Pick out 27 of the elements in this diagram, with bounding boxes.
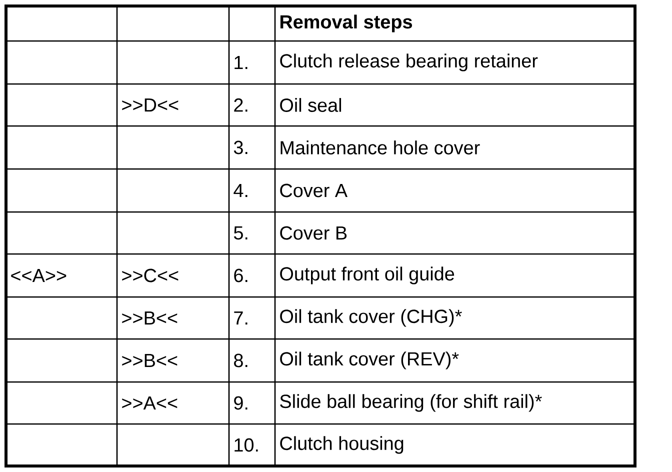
step-number: 8. <box>234 354 248 368</box>
step-number: 4. <box>234 184 248 197</box>
step-text: Cover B <box>280 226 347 240</box>
step-number: 3. <box>234 140 248 154</box>
reference-mark: >>B<< <box>122 312 178 324</box>
reference-mark: >>C<< <box>122 268 178 282</box>
step-text: Oil seal <box>280 98 342 112</box>
step-text: Maintenance hole cover <box>280 140 480 154</box>
reference-mark: >>D<< <box>122 98 178 112</box>
reference-mark: >>A<< <box>122 396 178 410</box>
step-text: Oil tank cover (CHG)* <box>280 309 462 327</box>
step-text: Cover A <box>280 184 348 198</box>
column-heading: Removal steps <box>280 14 412 32</box>
step-number: 10. <box>234 438 258 452</box>
reference-mark: >>B<< <box>122 354 178 367</box>
step-number: 7. <box>234 312 248 324</box>
step-text: Oil tank cover (REV)* <box>280 352 459 370</box>
step-number: 1. <box>234 56 248 69</box>
step-text: Clutch housing <box>280 436 404 454</box>
step-text: Output front oil guide <box>280 266 454 284</box>
step-number: 2. <box>234 98 248 112</box>
reference-mark: <<A>> <box>11 269 66 282</box>
step-text: Clutch release bearing retainer <box>280 54 538 72</box>
step-number: 9. <box>234 396 248 410</box>
step-text: Slide ball bearing (for shift rail)* <box>280 394 542 412</box>
step-number: 5. <box>234 226 248 240</box>
step-number: 6. <box>234 268 248 282</box>
